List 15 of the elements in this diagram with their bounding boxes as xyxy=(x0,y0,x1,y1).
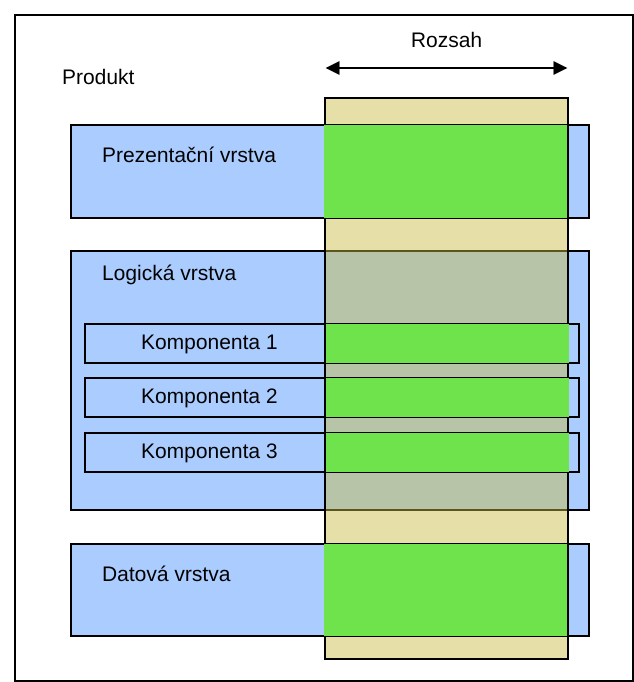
component-label: Komponenta 3 xyxy=(141,440,278,464)
layer-label: Logická vrstva xyxy=(102,262,236,286)
layer-box xyxy=(70,543,590,637)
layer-box xyxy=(70,250,590,511)
layer-label: Prezentační vrstva xyxy=(102,144,276,168)
layer-box xyxy=(70,124,590,219)
component-box xyxy=(84,432,580,473)
product-label: Produkt xyxy=(62,66,134,90)
component-box xyxy=(84,323,580,364)
scope-label: Rozsah xyxy=(410,29,484,53)
component-box xyxy=(84,377,580,418)
product-frame xyxy=(14,14,634,682)
component-label: Komponenta 2 xyxy=(141,385,278,409)
layer-label: Datová vrstva xyxy=(102,563,230,587)
component-label: Komponenta 1 xyxy=(141,331,278,355)
